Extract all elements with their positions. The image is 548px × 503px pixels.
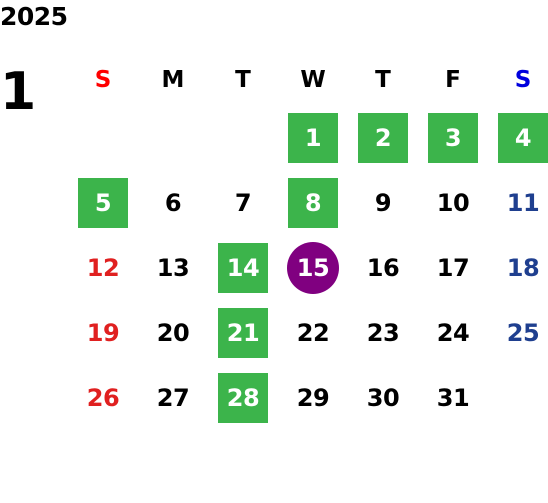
day-cell-9[interactable]: 9 [348, 170, 418, 235]
day-number: 4 [514, 123, 532, 152]
day-number: 31 [436, 383, 470, 412]
day-number: 18 [506, 253, 540, 282]
day-cell-18[interactable]: 18 [488, 235, 548, 300]
day-cell-23[interactable]: 23 [348, 300, 418, 365]
weekday-header-mon: M [161, 67, 185, 93]
day-number: 17 [436, 253, 470, 282]
day-cell-20[interactable]: 20 [138, 300, 208, 365]
day-cell-1[interactable]: 1 [278, 105, 348, 170]
weekday-header-wed: W [300, 67, 326, 93]
day-cell-28[interactable]: 28 [208, 365, 278, 430]
day-number: 22 [296, 318, 330, 347]
day-cell-3[interactable]: 3 [418, 105, 488, 170]
calendar-year: 2025 [0, 2, 68, 31]
day-cell-16[interactable]: 16 [348, 235, 418, 300]
day-cell-27[interactable]: 27 [138, 365, 208, 430]
day-number: 28 [226, 383, 260, 412]
day-number: 3 [444, 123, 462, 152]
day-number: 21 [226, 318, 260, 347]
day-number: 16 [366, 253, 400, 282]
day-number: 23 [366, 318, 400, 347]
day-cell-21[interactable]: 21 [208, 300, 278, 365]
day-number: 10 [436, 188, 470, 217]
day-cell-8[interactable]: 8 [278, 170, 348, 235]
day-cell-13[interactable]: 13 [138, 235, 208, 300]
day-cell-12[interactable]: 12 [68, 235, 138, 300]
day-number: 6 [164, 188, 182, 217]
day-cell-7[interactable]: 7 [208, 170, 278, 235]
day-cell-19[interactable]: 19 [68, 300, 138, 365]
day-number: 9 [374, 188, 392, 217]
day-cell-29[interactable]: 29 [278, 365, 348, 430]
weekday-header-tue: T [235, 67, 251, 93]
day-number: 5 [94, 188, 112, 217]
day-cell-15[interactable]: 15 [278, 235, 348, 300]
day-cell-26[interactable]: 26 [68, 365, 138, 430]
day-cell-24[interactable]: 24 [418, 300, 488, 365]
day-number: 19 [86, 318, 120, 347]
day-cell-10[interactable]: 10 [418, 170, 488, 235]
day-cell-25[interactable]: 25 [488, 300, 548, 365]
day-cell-11[interactable]: 11 [488, 170, 548, 235]
day-number: 11 [506, 188, 540, 217]
day-cell-14[interactable]: 14 [208, 235, 278, 300]
day-cell-17[interactable]: 17 [418, 235, 488, 300]
day-number: 13 [156, 253, 190, 282]
empty-day-cell [208, 105, 278, 170]
weekday-header-thu: T [375, 67, 391, 93]
day-number: 25 [506, 318, 540, 347]
day-number: 15 [296, 253, 330, 282]
day-number: 2 [374, 123, 392, 152]
day-number: 12 [86, 253, 120, 282]
day-number: 27 [156, 383, 190, 412]
day-number: 30 [366, 383, 400, 412]
empty-day-cell [138, 105, 208, 170]
empty-day-cell [68, 105, 138, 170]
day-cell-2[interactable]: 2 [348, 105, 418, 170]
day-cell-30[interactable]: 30 [348, 365, 418, 430]
day-cell-31[interactable]: 31 [418, 365, 488, 430]
weekday-header-sun: S [94, 67, 112, 93]
day-number: 8 [304, 188, 322, 217]
weekday-header-fri: F [445, 67, 461, 93]
day-cell-6[interactable]: 6 [138, 170, 208, 235]
day-number: 14 [226, 253, 260, 282]
day-number: 20 [156, 318, 190, 347]
day-number: 24 [436, 318, 470, 347]
day-cell-4[interactable]: 4 [488, 105, 548, 170]
day-number: 1 [304, 123, 322, 152]
day-number: 29 [296, 383, 330, 412]
calendar-month: 1 [0, 62, 37, 122]
day-number: 26 [86, 383, 120, 412]
day-number: 7 [234, 188, 252, 217]
day-cell-22[interactable]: 22 [278, 300, 348, 365]
day-cell-5[interactable]: 5 [68, 170, 138, 235]
weekday-header-sat: S [514, 67, 532, 93]
